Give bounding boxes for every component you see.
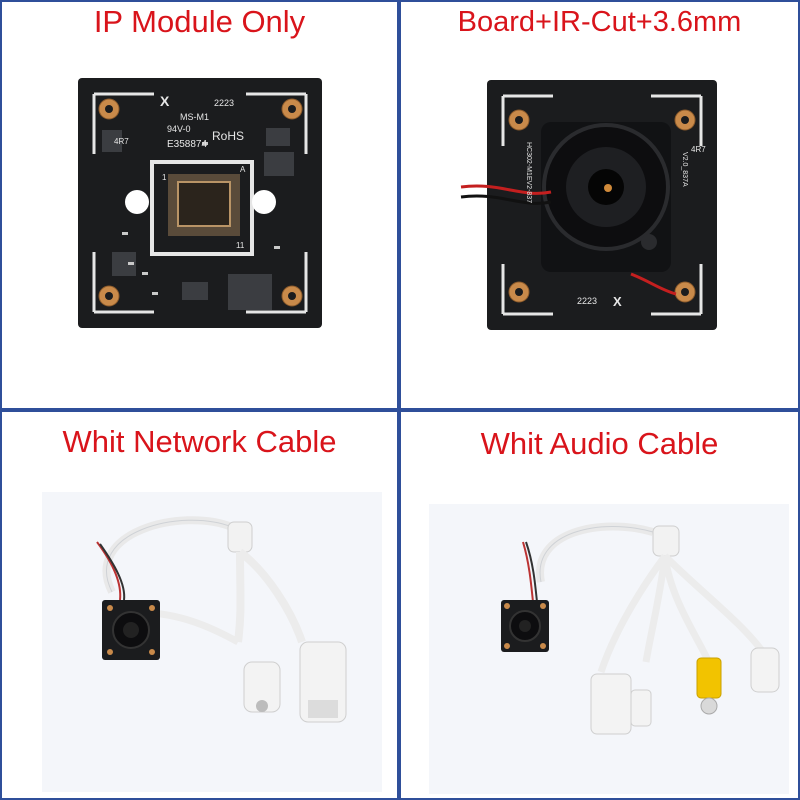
pin-11-mark: 11 [236,241,245,250]
pin-a-mark: A [240,165,246,174]
panel-caption: Whit Audio Cable [480,426,719,461]
panel-network-cable: Whit Network Cable [2,412,397,798]
inductor-mark: 4R7 [691,145,706,154]
brand-mark: X [160,93,170,109]
version-mark: V2.0_837A [681,152,688,187]
inductor-mark: 4R7 [114,137,129,146]
audio-cable-photo [429,504,789,794]
panel-board-ir-cut: Board+IR-Cut+3.6mm 2223 X 4 [401,2,798,408]
ul-mark: E358874 [167,139,207,150]
board-id-mark: HC302-M1EV2-837 [525,142,532,203]
brand-mark: X [613,294,622,309]
panel-caption: IP Module Only [93,4,306,39]
board-lens-photo: 2223 X 4R7 HC302-M1EV2-837 V2.0_837A [460,80,717,330]
pcb-board-photo: X MS-M1 2223 94V-0 E358874 RoHS 4R7 A 1 … [78,78,322,328]
rohs-mark: RoHS [212,129,244,143]
flame-mark: 94V-0 [167,124,191,134]
panel-caption: Board+IR-Cut+3.6mm [457,6,742,38]
code-mark: 2223 [214,98,234,108]
panel-ip-module: IP Module Only [2,2,397,408]
pin-1-mark: 1 [162,173,167,182]
panel-caption: Whit Network Cable [62,424,337,459]
code-mark: 2223 [577,296,597,306]
model-mark: MS-M1 [180,112,209,122]
panel-audio-cable: Whit Audio Cable [401,412,798,798]
network-cable-photo [42,492,382,792]
